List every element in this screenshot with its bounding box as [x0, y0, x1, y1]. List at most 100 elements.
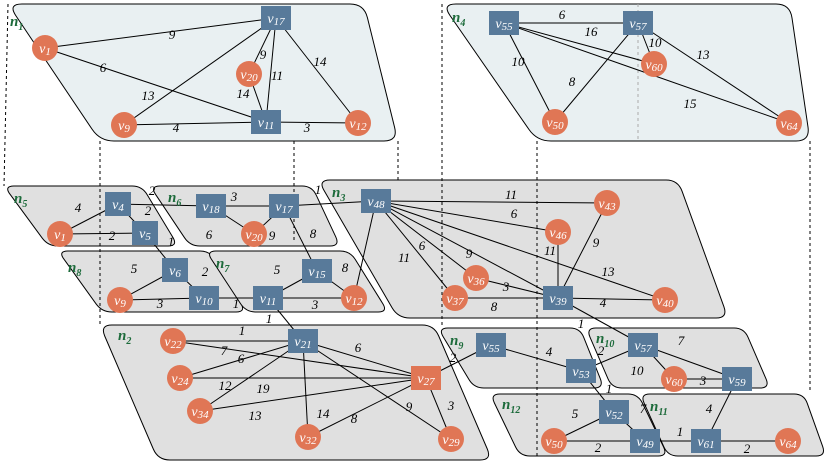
- panel-label-sub: 9: [458, 341, 463, 352]
- edge-weight: 11: [398, 250, 410, 265]
- square-node-shape: [628, 333, 658, 357]
- circle-node-shape: [241, 221, 267, 247]
- edge-weight: 13: [249, 408, 263, 423]
- edge-n1-v11-n1-v12: [265, 121, 359, 124]
- edge-n3-v48-n7-v12: [353, 200, 377, 299]
- edge-weight: 3: [311, 297, 319, 312]
- circle-node-shape: [107, 287, 133, 313]
- edge-weight: 5: [131, 261, 138, 276]
- node-label: v12: [345, 292, 363, 308]
- node-label: v21: [294, 335, 311, 351]
- node-label-sub: 49: [643, 439, 655, 451]
- node-n5-v4: v4: [105, 192, 131, 216]
- node-label-sub: 60: [672, 377, 684, 389]
- node-n3-v39: v39: [543, 286, 573, 310]
- edge-n4-v55-n4-v50: [503, 22, 556, 123]
- edge-weight: 1: [677, 424, 684, 439]
- node-label: v50: [546, 116, 564, 132]
- node-n2-v24: v24: [167, 365, 193, 391]
- node-label-sub: 22: [171, 339, 183, 351]
- edge-weight: 2: [744, 441, 751, 456]
- edge-weight: 6: [511, 206, 518, 221]
- edge-weight: 10: [631, 363, 645, 378]
- edge-n3-v48-n3-v40: [375, 200, 666, 301]
- node-label-sub: 64: [786, 439, 798, 451]
- node-n3-v40: v40: [652, 287, 678, 313]
- node-n7-v15: v15: [302, 259, 332, 283]
- edge-weight: 10: [649, 35, 663, 50]
- node-n12-v49: v49: [630, 429, 660, 453]
- node-label: v64: [779, 435, 797, 451]
- square-node-shape: [261, 6, 291, 30]
- node-n11-v61: v61: [691, 429, 721, 453]
- node-n2-v34: v34: [187, 398, 213, 424]
- edge-weight: 1: [315, 182, 322, 197]
- edge-n1-v9-n1-v11: [123, 121, 267, 126]
- edge-weight: 13: [697, 47, 711, 62]
- node-n4-v60: v60: [641, 51, 667, 77]
- circle-node-shape: [661, 366, 687, 392]
- edge-weight: 7: [221, 343, 228, 358]
- node-label-sub: 36: [473, 276, 486, 288]
- panel-label-sub: 7: [224, 264, 230, 275]
- node-label: v57: [629, 17, 647, 33]
- panel-n1: [12, 3, 396, 142]
- node-n1-v20: v20: [236, 61, 262, 87]
- node-label-sub: 59: [735, 377, 747, 389]
- node-label-sub: 17: [282, 204, 294, 216]
- edge-n4-v57-n4-v50: [554, 22, 639, 123]
- edge-weight: 16: [585, 24, 599, 39]
- circle-node-shape: [47, 221, 73, 247]
- node-n5-v5: v5: [132, 221, 158, 245]
- panel-n4: [446, 3, 809, 142]
- node-label: v53: [572, 365, 590, 381]
- square-node-shape: [302, 259, 332, 283]
- circle-node-shape: [442, 285, 468, 311]
- node-label: v1: [54, 228, 66, 244]
- panel-label-sub: 10: [604, 339, 614, 350]
- circle-node-shape: [545, 219, 571, 245]
- edge-n3-v48-n3-v46: [375, 200, 559, 233]
- circle-node-shape: [542, 109, 568, 135]
- edge-weight: 7: [640, 401, 647, 416]
- node-n10-v57: v57: [628, 333, 658, 357]
- edge-weight: 6: [559, 7, 566, 22]
- square-node-shape: [543, 286, 573, 310]
- node-label: v34: [191, 405, 209, 421]
- node-label: v64: [780, 117, 798, 133]
- node-n2-v29: v29: [438, 426, 464, 452]
- node-n8-v9: v9: [107, 287, 133, 313]
- panel-label-sub: 4: [459, 18, 465, 29]
- node-n2-v21: v21: [288, 329, 318, 353]
- edge-weight: 3: [230, 189, 238, 204]
- edge-weight: 4: [75, 200, 82, 215]
- edge-weight: 3: [303, 120, 311, 135]
- edge-n4-v55-n4-v60: [503, 22, 655, 65]
- edge-weight: 6: [206, 227, 213, 242]
- node-label-sub: 34: [197, 409, 210, 421]
- edge-weight: 2: [598, 343, 605, 358]
- edge-n2-v24-n2-v21: [179, 340, 304, 379]
- square-node-shape: [489, 11, 519, 35]
- edge-weight: 11: [544, 243, 556, 258]
- edge-weight: 8: [342, 260, 349, 275]
- edge-weight: 8: [491, 299, 498, 314]
- node-n10-v60: v60: [661, 366, 687, 392]
- square-node-shape: [189, 286, 219, 310]
- node-label: v9: [118, 119, 130, 135]
- node-label-sub: 1: [60, 232, 66, 244]
- node-label: v24: [171, 372, 189, 388]
- node-label: v36: [467, 272, 485, 288]
- node-label-sub: 11: [266, 296, 276, 308]
- square-node-shape: [288, 329, 318, 353]
- node-n8-v10: v10: [189, 286, 219, 310]
- square-node-shape: [722, 367, 752, 391]
- node-label-sub: 40: [663, 298, 675, 310]
- panel-label-sub: 1: [18, 22, 23, 33]
- node-label-sub: 50: [553, 120, 565, 132]
- edge-weight: 9: [260, 47, 267, 62]
- panel-label-sub: 5: [22, 199, 27, 210]
- node-n12-v52: v52: [599, 400, 629, 424]
